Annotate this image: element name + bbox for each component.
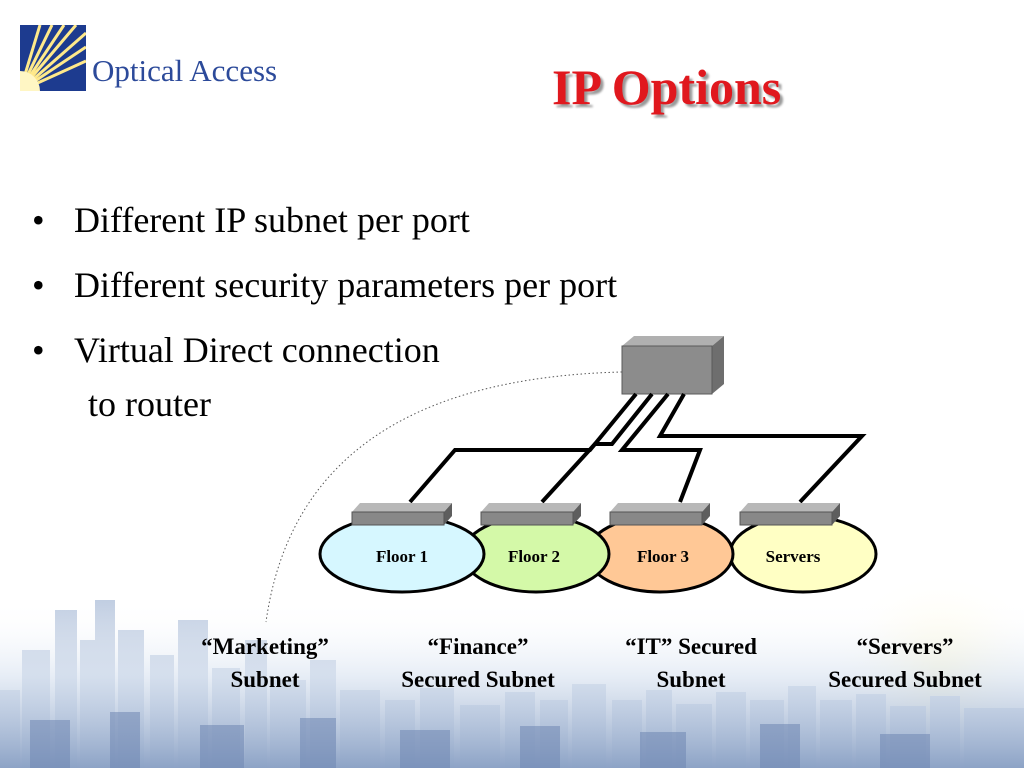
switch-icon <box>480 503 581 526</box>
bullet-icon: • <box>32 200 45 240</box>
router-icon <box>621 336 724 395</box>
caption-line: “Marketing” <box>201 634 329 659</box>
floor3-label: Floor 3 <box>637 547 689 566</box>
virtual-connection-arc <box>265 371 623 623</box>
sunburst-logo-icon <box>20 25 86 91</box>
floor1-label: Floor 1 <box>376 547 428 566</box>
marketing-subnet-caption: “Marketing” Subnet <box>165 630 365 696</box>
caption-line: “Finance” <box>427 634 529 659</box>
finance-subnet-caption: “Finance” Secured Subnet <box>378 630 578 696</box>
caption-line: Secured Subnet <box>828 667 982 692</box>
floor2-label: Floor 2 <box>508 547 560 566</box>
bullet-item: • Virtual Direct connection <box>32 318 617 383</box>
bullet-list: • Different IP subnet per port • Different… <box>32 188 617 383</box>
bullet-text: Different security parameters per port <box>74 265 618 305</box>
slide-title: IP Options <box>552 59 782 115</box>
link-floor2 <box>540 392 654 504</box>
bullet-continuation: to router <box>88 384 211 424</box>
caption-line: Subnet <box>230 667 300 692</box>
bullet-text: Virtual Direct connection <box>74 330 440 370</box>
bullet-text: Different IP subnet per port <box>74 200 470 240</box>
switch-icon <box>609 503 710 526</box>
caption-line: “IT” Secured <box>625 634 757 659</box>
switch-icon <box>351 503 452 526</box>
caption-line: “Servers” <box>856 634 954 659</box>
servers-subnet-caption: “Servers” Secured Subnet <box>805 630 1005 696</box>
link-floor3 <box>617 392 703 503</box>
caption-line: Subnet <box>656 667 726 692</box>
bullet-icon: • <box>32 330 45 370</box>
bullet-item: • Different IP subnet per port <box>32 188 617 253</box>
link-servers <box>656 393 867 504</box>
brand-name: Optical Access <box>92 53 278 88</box>
bullet-item: • Different security parameters per port <box>32 253 617 318</box>
company-logo: Optical Access <box>20 25 320 95</box>
it-subnet-caption: “IT” Secured Subnet <box>591 630 791 696</box>
switch-icons <box>351 503 840 526</box>
bullet-icon: • <box>32 265 45 305</box>
link-floor1 <box>408 392 638 504</box>
servers-label: Servers <box>766 547 821 566</box>
connection-lines <box>408 392 867 504</box>
caption-line: Secured Subnet <box>401 667 555 692</box>
switch-icon <box>739 503 840 526</box>
